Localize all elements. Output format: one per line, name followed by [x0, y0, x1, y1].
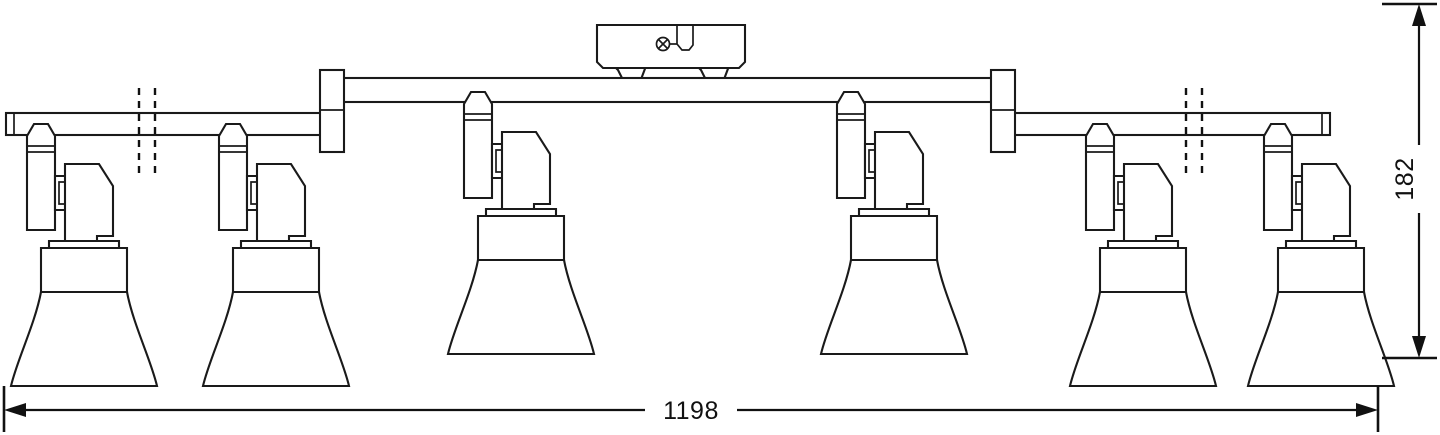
upper-bar-body: [320, 76, 1014, 104]
screw-cross-b: [657, 38, 669, 50]
spotlight-head-2: [201, 122, 351, 388]
break-line-left: [137, 88, 157, 176]
bar-connector-left: [318, 68, 346, 154]
height-arrow-bottom-icon: [1412, 336, 1426, 358]
height-dimension-label: 182: [1391, 157, 1419, 200]
width-arrow-left-icon: [4, 403, 26, 417]
upper-cross-bar: [320, 76, 1014, 104]
width-dimension-label: 1198: [663, 397, 719, 425]
canopy-body: [595, 23, 747, 70]
dimension-height: 182: [1382, 2, 1437, 360]
dimension-width: 1198: [2, 386, 1380, 432]
connector-right-body: [989, 68, 1017, 154]
keyhole-slot: [676, 25, 694, 51]
spotlight-head-6: [1246, 122, 1396, 388]
spotlight-head-3: [446, 90, 596, 356]
spotlight-head-1: [9, 122, 159, 388]
connector-left-body: [318, 68, 346, 154]
width-arrow-right-icon: [1356, 403, 1378, 417]
lower-bar-left-body: [4, 111, 340, 137]
break-line-right: [1184, 88, 1204, 176]
spotlight-head-4: [819, 90, 969, 356]
bar-connector-right: [989, 68, 1017, 154]
spotlight-head-5: [1068, 122, 1218, 388]
height-arrow-top-icon: [1412, 4, 1426, 26]
lower-bar-left: [4, 111, 340, 137]
